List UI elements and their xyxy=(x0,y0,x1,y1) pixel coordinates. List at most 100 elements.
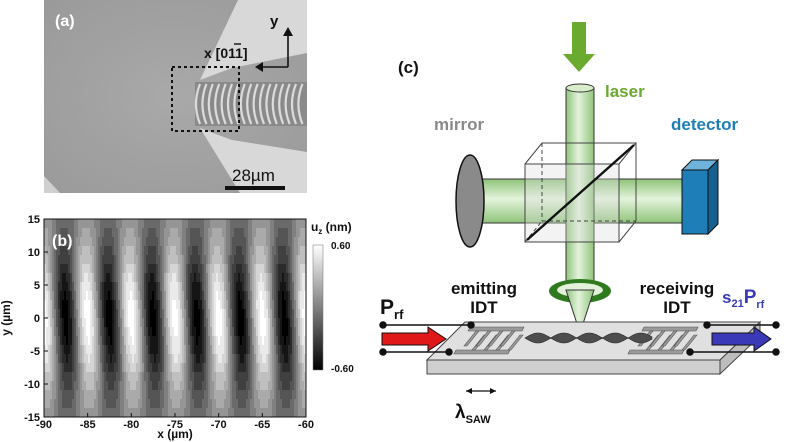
contour-cell xyxy=(180,399,183,409)
contour-cell xyxy=(54,246,57,256)
contour-cell xyxy=(50,399,53,409)
contour-cell xyxy=(172,372,175,382)
contour-cell xyxy=(224,345,227,355)
contour-cell xyxy=(148,399,151,409)
contour-cell xyxy=(136,354,139,364)
contour-cell xyxy=(224,336,227,346)
contour-cell xyxy=(198,219,201,229)
contour-cell xyxy=(58,291,61,301)
contour-cell xyxy=(106,300,109,310)
contour-cell xyxy=(102,399,105,409)
contour-cell xyxy=(250,219,253,229)
contour-cell xyxy=(78,336,81,346)
contour-cell xyxy=(84,291,87,301)
contour-cell xyxy=(244,363,247,373)
contour-cell xyxy=(246,327,249,337)
contour-cell xyxy=(58,354,61,364)
contour-cell xyxy=(174,237,177,247)
contour-cell xyxy=(44,291,47,301)
contour-cell xyxy=(246,390,249,400)
contour-cell xyxy=(142,327,145,337)
contour-cell xyxy=(102,408,105,418)
contour-cell xyxy=(304,336,307,346)
contour-cell xyxy=(150,381,153,391)
contour-cell xyxy=(230,237,233,247)
contour-cell xyxy=(234,354,237,364)
contour-cell xyxy=(248,336,251,346)
contour-cell xyxy=(100,264,103,274)
contour-cell xyxy=(302,300,305,310)
contour-cell xyxy=(154,264,157,274)
contour-cell xyxy=(88,255,91,265)
contour-cell xyxy=(176,327,179,337)
contour-cell xyxy=(64,354,67,364)
contour-cell xyxy=(154,354,157,364)
contour-cell xyxy=(296,264,299,274)
contour-cell xyxy=(276,390,279,400)
contour-cell xyxy=(216,399,219,409)
contour-cell xyxy=(198,228,201,238)
contour-cell xyxy=(46,291,49,301)
contour-cell xyxy=(56,327,59,337)
contour-cell xyxy=(184,399,187,409)
contour-cell xyxy=(88,264,91,274)
contour-cell xyxy=(196,228,199,238)
contour-cell xyxy=(120,219,123,229)
contour-cell xyxy=(302,363,305,373)
contour-cell xyxy=(216,363,219,373)
contour-cell xyxy=(302,345,305,355)
contour-cell xyxy=(84,264,87,274)
contour-cell xyxy=(256,408,259,418)
contour-cell xyxy=(44,282,47,292)
contour-cell xyxy=(300,408,303,418)
contour-cell xyxy=(284,237,287,247)
contour-cell xyxy=(90,354,93,364)
contour-cell xyxy=(216,255,219,265)
contour-cell xyxy=(158,327,161,337)
contour-cell xyxy=(198,273,201,283)
contour-cell xyxy=(200,309,203,319)
contour-cell xyxy=(274,246,277,256)
contour-cell xyxy=(292,336,295,346)
contour-cell xyxy=(238,381,241,391)
mirror-label: mirror xyxy=(434,115,484,134)
contour-cell xyxy=(136,381,139,391)
contour-cell xyxy=(60,354,63,364)
contour-cell xyxy=(152,237,155,247)
contour-cell xyxy=(196,255,199,265)
contour-cell xyxy=(108,255,111,265)
contour-cell xyxy=(52,390,55,400)
contour-cell xyxy=(278,318,281,328)
contour-cell xyxy=(196,336,199,346)
contour-cell xyxy=(214,264,217,274)
contour-cell xyxy=(286,390,289,400)
contour-cell xyxy=(274,318,277,328)
contour-cell xyxy=(300,273,303,283)
contour-cell xyxy=(130,399,133,409)
contour-cell xyxy=(274,390,277,400)
contour-cell xyxy=(198,291,201,301)
contour-cell xyxy=(266,372,269,382)
contour-cell xyxy=(72,300,75,310)
contour-cell xyxy=(296,327,299,337)
contour-cell xyxy=(174,327,177,337)
contour-cell xyxy=(82,309,85,319)
contour-cell xyxy=(202,273,205,283)
contour-cell xyxy=(240,408,243,418)
contour-cell xyxy=(280,363,283,373)
contour-cell xyxy=(152,336,155,346)
contour-cell xyxy=(274,363,277,373)
recv-finger xyxy=(673,330,690,347)
contour-cell xyxy=(276,264,279,274)
contour-cell xyxy=(218,309,221,319)
rf-input-arrow xyxy=(381,326,447,352)
detector-side xyxy=(707,158,719,236)
contour-cell xyxy=(262,318,265,328)
contour-cell xyxy=(118,228,121,238)
contour-cell xyxy=(284,255,287,265)
contour-cell xyxy=(262,345,265,355)
contour-cell xyxy=(190,408,193,418)
contour-cell xyxy=(210,381,213,391)
contour-cell xyxy=(194,255,197,265)
contour-cell xyxy=(206,327,209,337)
